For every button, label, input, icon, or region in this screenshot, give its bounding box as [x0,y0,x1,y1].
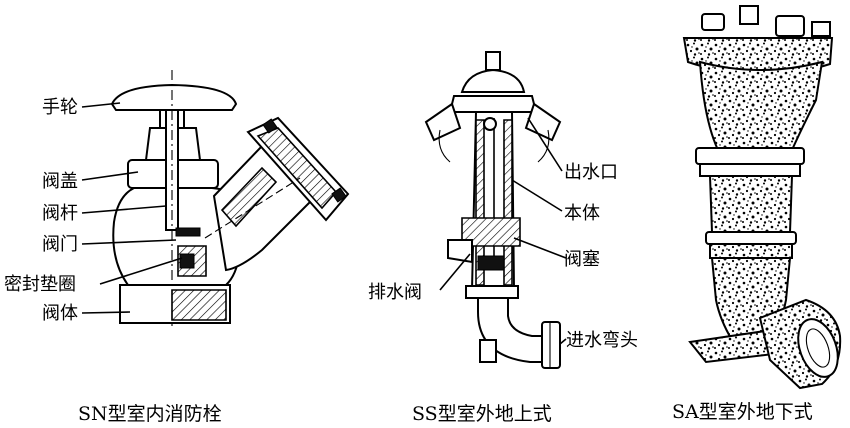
sa-hydrant-drawing [682,5,842,390]
sn-label-body: 阀体 [42,303,78,324]
ss-label-inlet-elbow: 进水弯头 [566,330,638,351]
ss-hydrant-drawing [424,51,562,369]
ss-label-valve-plug: 阀塞 [564,249,600,270]
sn-leader-lines [81,102,183,314]
sn-label-handwheel: 手轮 [42,97,78,118]
ss-label-body: 本体 [564,203,600,224]
ss-label-outlet: 出水口 [564,162,618,183]
sn-label-bonnet: 阀盖 [42,171,78,192]
sn-label-stem: 阀杆 [42,203,78,224]
ss-caption: SS型室外地上式 [412,403,552,425]
sn-caption: SN型室内消防栓 [78,403,222,425]
ss-label-drain-valve: 排水阀 [368,282,422,303]
sn-label-valve-door: 阀门 [42,234,78,255]
sn-label-gasket: 密封垫圈 [4,274,76,295]
sa-caption: SA型室外地下式 [672,401,813,423]
ss-leader-lines [439,117,567,345]
sn-hydrant-drawing [110,70,350,330]
